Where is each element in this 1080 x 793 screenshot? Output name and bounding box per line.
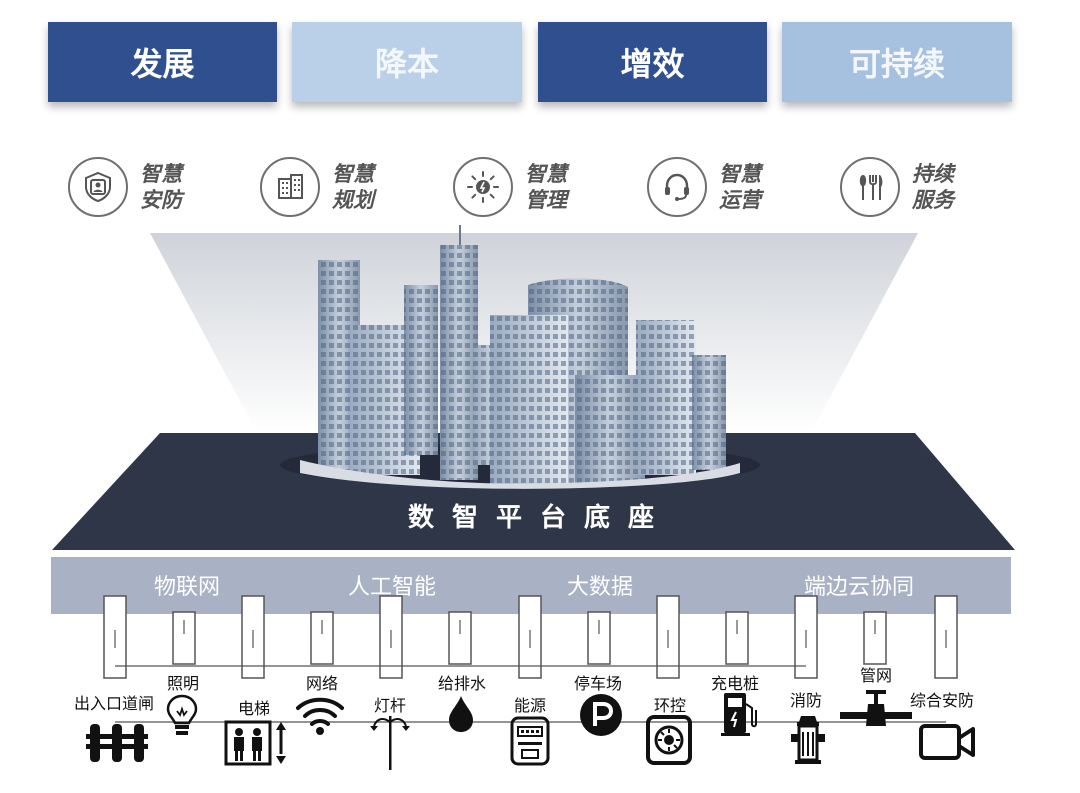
device-label-charging: 充电桩 [711, 674, 760, 693]
fire-hydrant-icon [791, 716, 825, 764]
capability-smart-operations: 智慧 运营 [647, 154, 761, 220]
capability-label: 智慧 规划 [332, 162, 374, 212]
device-label-energy: 能源 [514, 696, 547, 715]
capability-continuous-service: 持续 服务 [840, 154, 954, 220]
camera-icon [919, 724, 975, 760]
tab-development[interactable]: 发展 [48, 22, 277, 102]
device-label-environment: 环控 [654, 696, 687, 715]
environment-control-icon [646, 715, 692, 765]
city-skyline [300, 225, 740, 489]
tab-efficiency[interactable]: 增效 [538, 22, 767, 102]
lightbulb-icon [166, 694, 198, 735]
device-connectors [103, 595, 958, 723]
device-label-lighting: 照明 [167, 674, 200, 693]
device-label-security: 综合安防 [910, 691, 975, 710]
capability-label: 智慧 运营 [719, 162, 761, 212]
fork-knife-icon [840, 157, 900, 217]
street-lamp-icon [370, 716, 410, 770]
energy-meter-icon [510, 716, 550, 766]
tab-cost-reduction[interactable]: 降本 [292, 22, 522, 102]
device-label-pipe-network: 管网 [860, 666, 893, 685]
capability-smart-security: 智慧 安防 [68, 154, 182, 220]
device-label-elevator: 电梯 [238, 699, 271, 718]
headset-icon [647, 157, 707, 217]
tab-sustainability[interactable]: 可持续 [782, 22, 1012, 102]
capability-smart-planning: 智慧 规划 [260, 154, 374, 220]
building-icon [260, 157, 320, 217]
parking-icon [580, 694, 622, 736]
capability-smart-management: 智慧 管理 [453, 154, 567, 220]
platform-scene [52, 225, 1015, 550]
tech-label-big-data: 大数据 [567, 575, 634, 600]
pipe-valve-icon [840, 690, 912, 726]
device-label-barrier-gate: 出入口道闸 [74, 694, 155, 713]
tech-label-iot: 物联网 [154, 575, 221, 600]
sun-gear-icon [453, 157, 513, 217]
elevator-icon [224, 720, 286, 766]
device-label-street-lamp: 灯杆 [374, 696, 407, 715]
device-label-fire: 消防 [790, 691, 823, 710]
water-drop-icon [449, 696, 473, 732]
tech-label-edge-cloud: 端边云协同 [804, 575, 915, 600]
barrier-gate-icon [86, 724, 148, 762]
device-label-parking: 停车场 [574, 674, 623, 693]
capability-label: 智慧 管理 [525, 162, 567, 212]
capability-label: 智慧 安防 [140, 162, 182, 212]
capability-label: 持续 服务 [912, 162, 954, 212]
wifi-icon [296, 697, 344, 735]
device-label-network: 网络 [306, 674, 339, 693]
platform-title: 数智平台底座 [407, 503, 672, 533]
device-label-water: 给排水 [438, 674, 487, 693]
shield-user-icon [68, 157, 128, 217]
charging-station-icon [721, 693, 757, 736]
